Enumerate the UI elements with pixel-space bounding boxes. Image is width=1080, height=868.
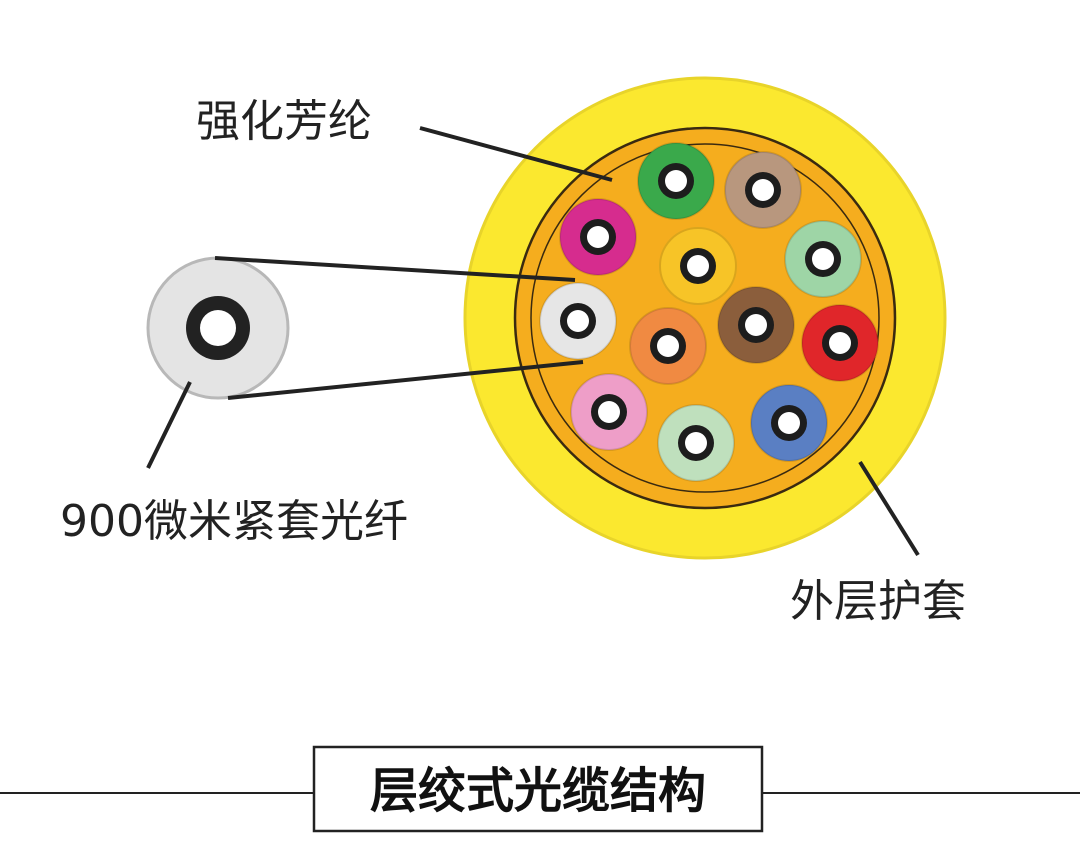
tight-buffer-fiber <box>146 256 290 400</box>
zoom-line-bottom <box>227 360 584 400</box>
fiber-blue <box>750 384 828 462</box>
tight-buffer-label: 900微米紧套光纤 <box>60 496 408 547</box>
fiber-core <box>657 335 679 357</box>
fiber-green <box>637 142 715 220</box>
caption-title: 层绞式光缆结构 <box>370 763 706 819</box>
fiber-core <box>829 332 851 354</box>
fiber-brown <box>717 286 795 364</box>
jacket-leader-line <box>858 460 920 557</box>
fiber-group <box>539 142 879 482</box>
fiber-pale-green <box>657 404 735 482</box>
aramid-leader-line <box>419 126 613 182</box>
fiber-core <box>665 170 687 192</box>
fiber-tan <box>724 151 802 229</box>
fiber-orange <box>629 307 707 385</box>
tight-buffer-center <box>200 310 236 346</box>
fiber-core <box>812 248 834 270</box>
fiber-core <box>687 255 709 277</box>
leader-lines <box>146 126 920 557</box>
fiber-light-green <box>784 220 862 298</box>
zoom-line-top <box>214 256 576 282</box>
fiber-red <box>801 304 879 382</box>
fiber-pink <box>570 373 648 451</box>
fiber-core <box>745 314 767 336</box>
fiber-white <box>539 282 617 360</box>
fiber-magenta <box>559 198 637 276</box>
aramid-label: 强化芳纶 <box>196 96 372 147</box>
cable-cross-section <box>463 76 947 560</box>
tight-buffer-leader-line <box>146 381 192 469</box>
fiber-yellow-center <box>659 227 737 305</box>
aramid-inner-ring <box>530 143 880 493</box>
fiber-core <box>598 401 620 423</box>
caption-box <box>312 745 764 833</box>
caption-block: 层绞式光缆结构 <box>0 745 1080 833</box>
fiber-core <box>778 412 800 434</box>
fiber-core <box>685 432 707 454</box>
fiber-core <box>752 179 774 201</box>
fiber-core <box>567 310 589 332</box>
outer-jacket-label: 外层护套 <box>790 576 966 627</box>
fiber-core <box>587 226 609 248</box>
